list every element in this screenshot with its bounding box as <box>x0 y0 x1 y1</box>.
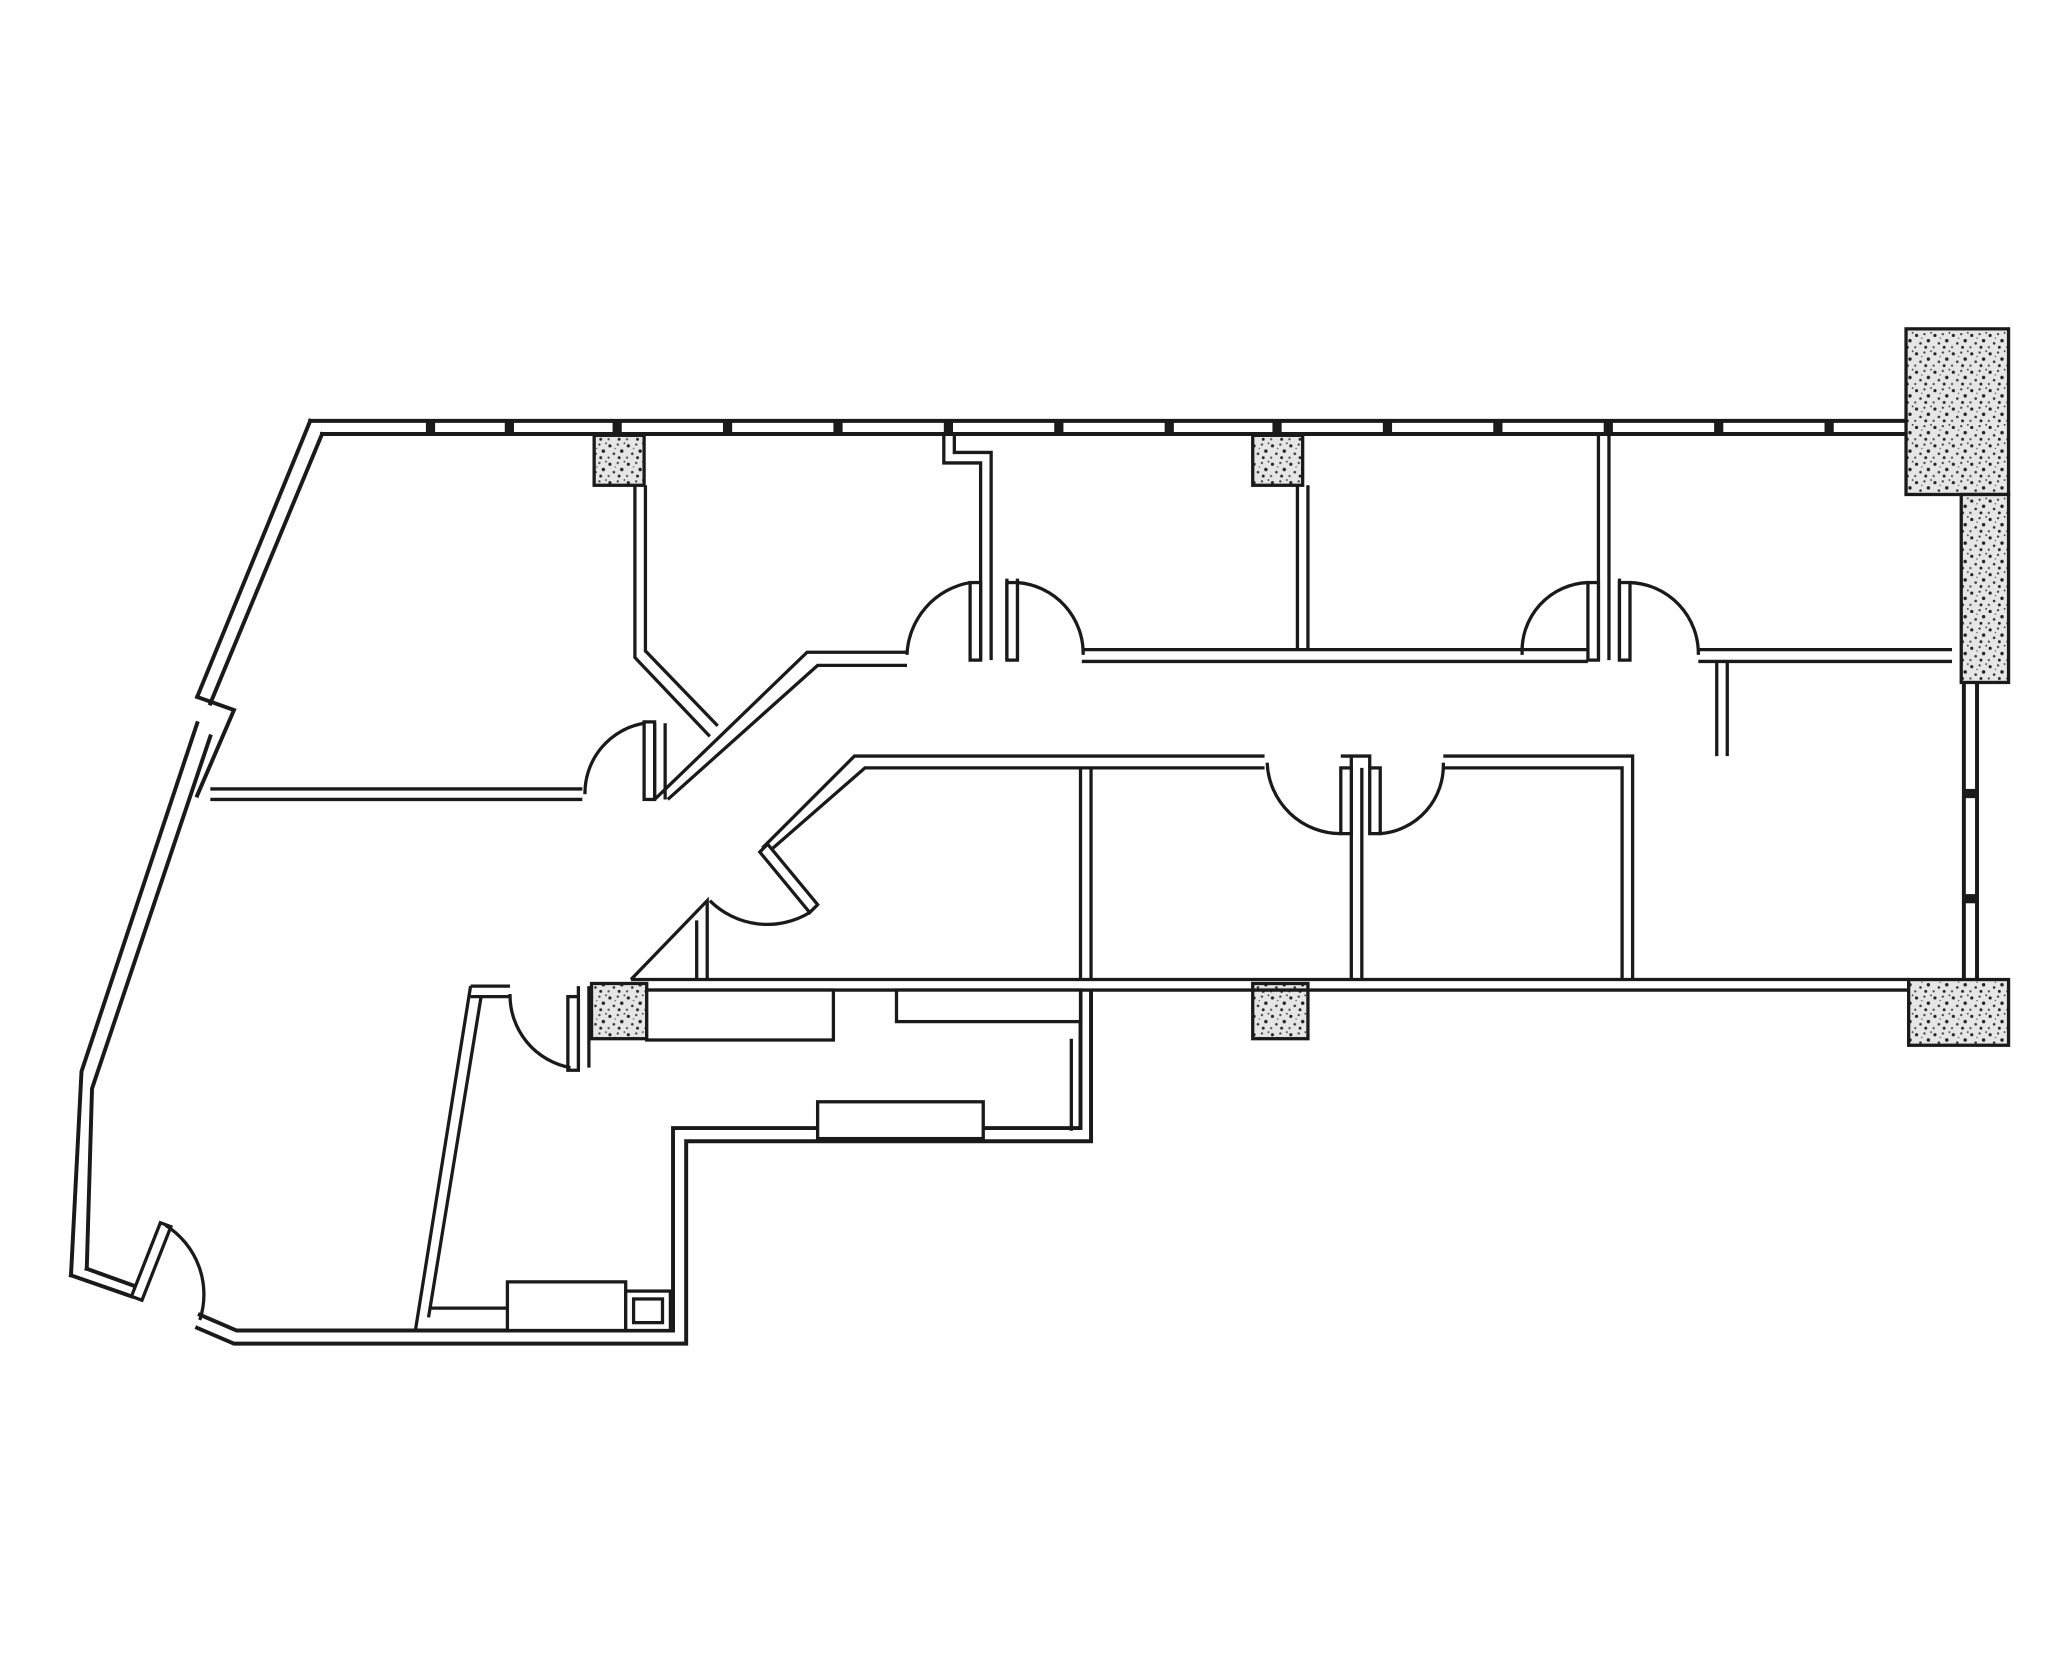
counter-4 <box>505 1280 628 1333</box>
door-south-2 <box>1368 762 1445 836</box>
counter-2 <box>894 988 1083 1024</box>
doors <box>129 580 1700 1321</box>
door-west-office <box>583 720 657 802</box>
column-e-shaft <box>1959 492 2011 685</box>
column-s1 <box>589 981 649 1041</box>
column-se <box>1907 977 2011 1047</box>
door-north-1 <box>905 580 983 662</box>
structural-columns <box>589 327 2011 1047</box>
door-north-3 <box>1520 580 1601 662</box>
door-north-2 <box>1005 580 1085 662</box>
door-lower-suite <box>508 993 581 1072</box>
door-north-4 <box>1617 580 1700 662</box>
interior-partitions <box>210 434 1953 1331</box>
column-s2 <box>1251 981 1310 1041</box>
exterior-walls <box>68 418 1979 1346</box>
column-n1 <box>592 433 646 487</box>
column-ne-shaft <box>1904 327 2011 497</box>
counter-3 <box>815 1100 985 1141</box>
sink-basin <box>631 1297 665 1325</box>
counter-1 <box>645 988 836 1042</box>
door-entry <box>129 1220 206 1321</box>
wall-west-office <box>210 787 583 802</box>
window-mullions <box>425 419 1979 904</box>
door-corridor <box>708 841 820 927</box>
column-n2 <box>1251 433 1305 487</box>
door-south-1 <box>1265 762 1353 836</box>
fixtures <box>505 988 1083 1333</box>
